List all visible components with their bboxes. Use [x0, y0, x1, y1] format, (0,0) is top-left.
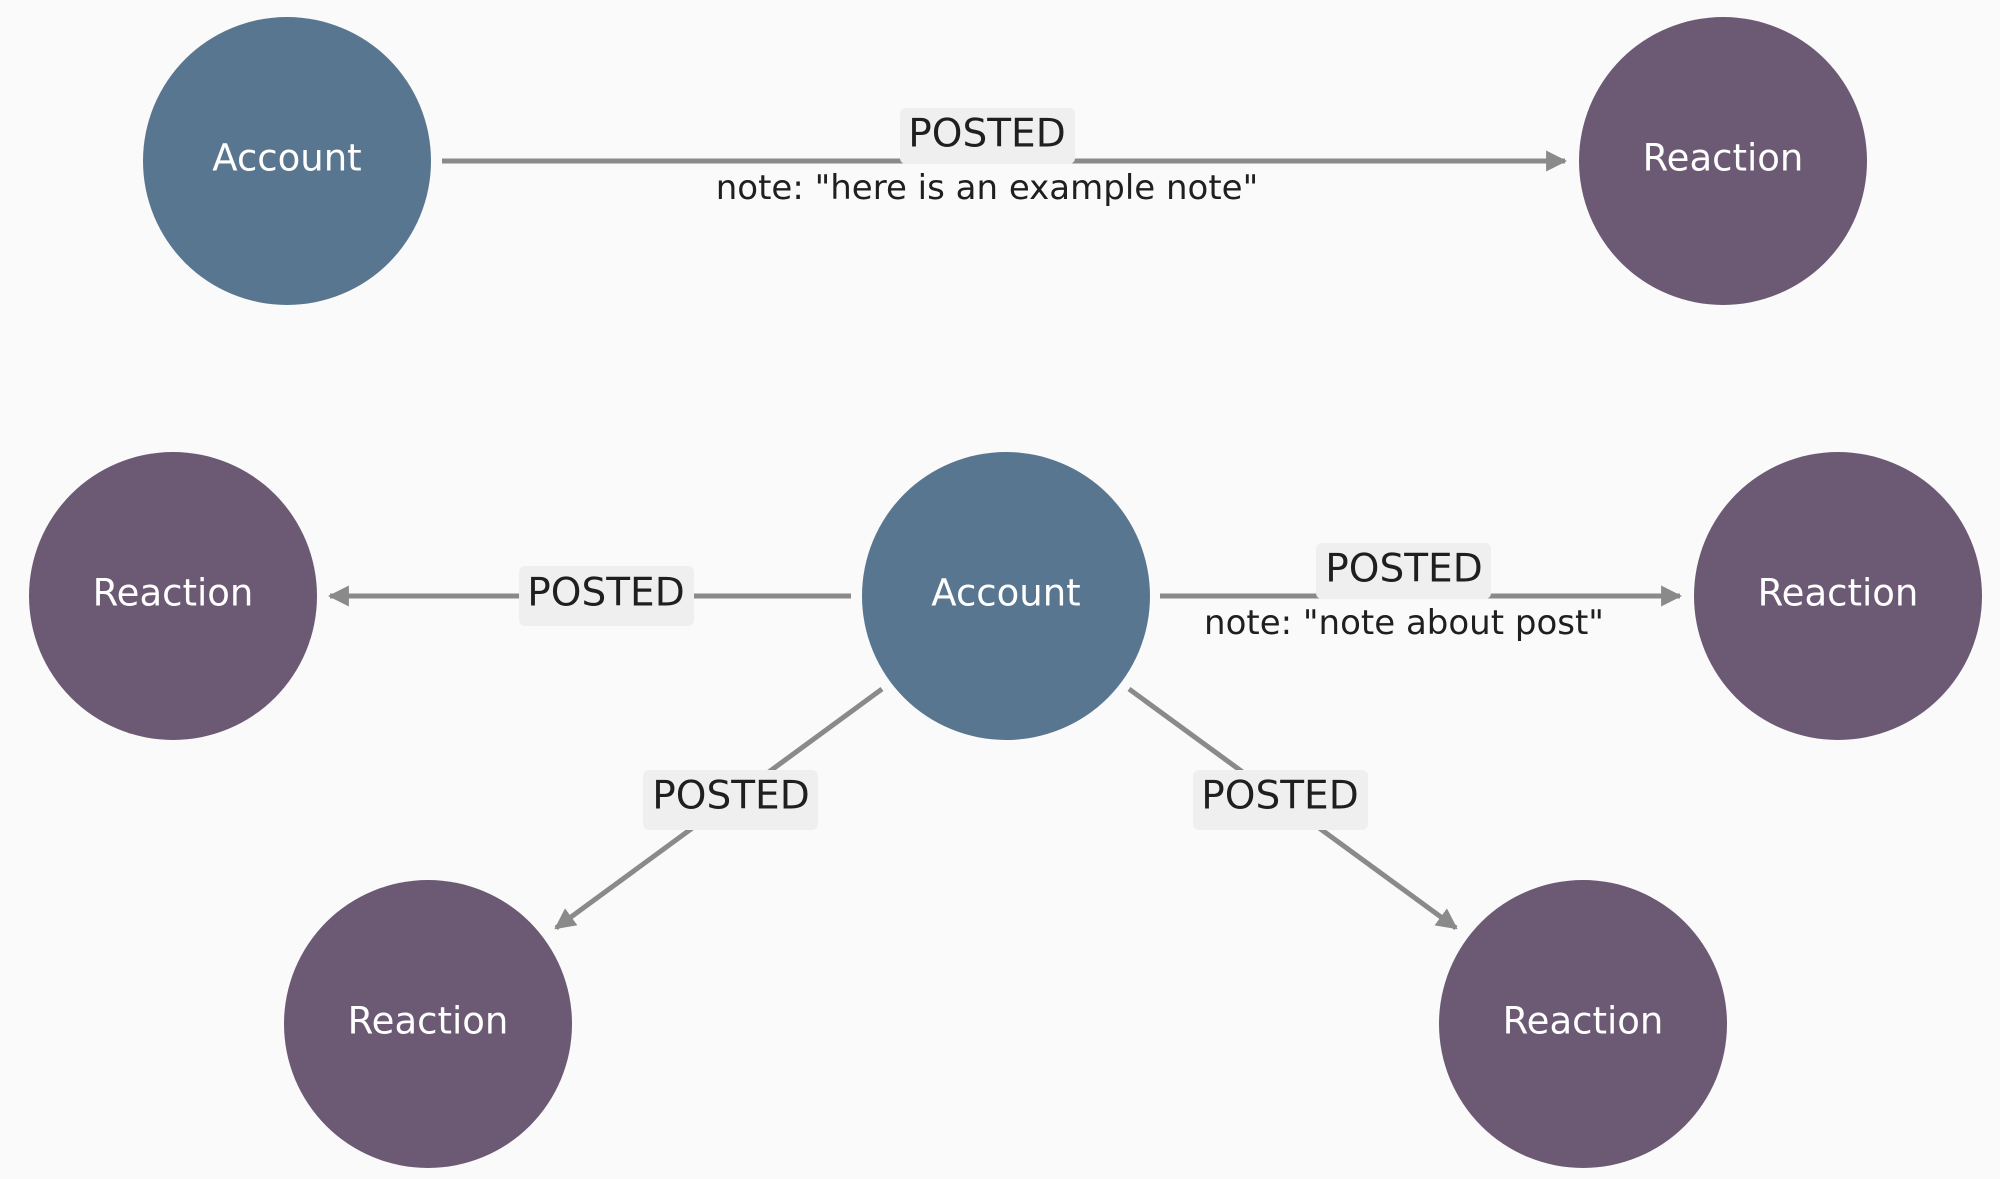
- node-account[interactable]: Account: [862, 452, 1150, 740]
- edge-label: POSTED: [1325, 547, 1482, 592]
- node-label: Account: [212, 137, 361, 180]
- edge-property: note: "here is an example note": [716, 168, 1258, 208]
- edge-label: POSTED: [652, 774, 809, 819]
- edge-posted-a2-r4[interactable]: POSTED: [554, 686, 884, 931]
- node-label: Reaction: [93, 572, 254, 615]
- edge-posted-a1-r1[interactable]: POSTED note: "here is an example note": [442, 108, 1568, 208]
- node-label: Reaction: [348, 1000, 509, 1043]
- node-account[interactable]: Account: [143, 17, 431, 305]
- edge-label: POSTED: [908, 112, 1065, 157]
- edge-posted-a2-r2[interactable]: POSTED: [327, 566, 851, 626]
- node-label: Reaction: [1758, 572, 1919, 615]
- node-reaction[interactable]: Reaction: [1439, 880, 1727, 1168]
- diagram-single-post: POSTED note: "here is an example note" A…: [143, 17, 1867, 305]
- edge-posted-a2-r5[interactable]: POSTED: [1127, 686, 1458, 931]
- node-reaction[interactable]: Reaction: [1579, 17, 1867, 305]
- edge-posted-a2-r3[interactable]: POSTED note: "note about post": [1160, 543, 1683, 643]
- node-reaction[interactable]: Reaction: [284, 880, 572, 1168]
- edge-label: POSTED: [1201, 774, 1358, 819]
- node-label: Reaction: [1503, 1000, 1664, 1043]
- edge-property: note: "note about post": [1204, 603, 1604, 643]
- edge-label: POSTED: [527, 571, 684, 616]
- node-reaction[interactable]: Reaction: [1694, 452, 1982, 740]
- node-label: Reaction: [1643, 137, 1804, 180]
- node-label: Account: [931, 572, 1080, 615]
- node-reaction[interactable]: Reaction: [29, 452, 317, 740]
- diagram-multi-post: POSTED POSTED note: "note about post" PO…: [29, 452, 1982, 1168]
